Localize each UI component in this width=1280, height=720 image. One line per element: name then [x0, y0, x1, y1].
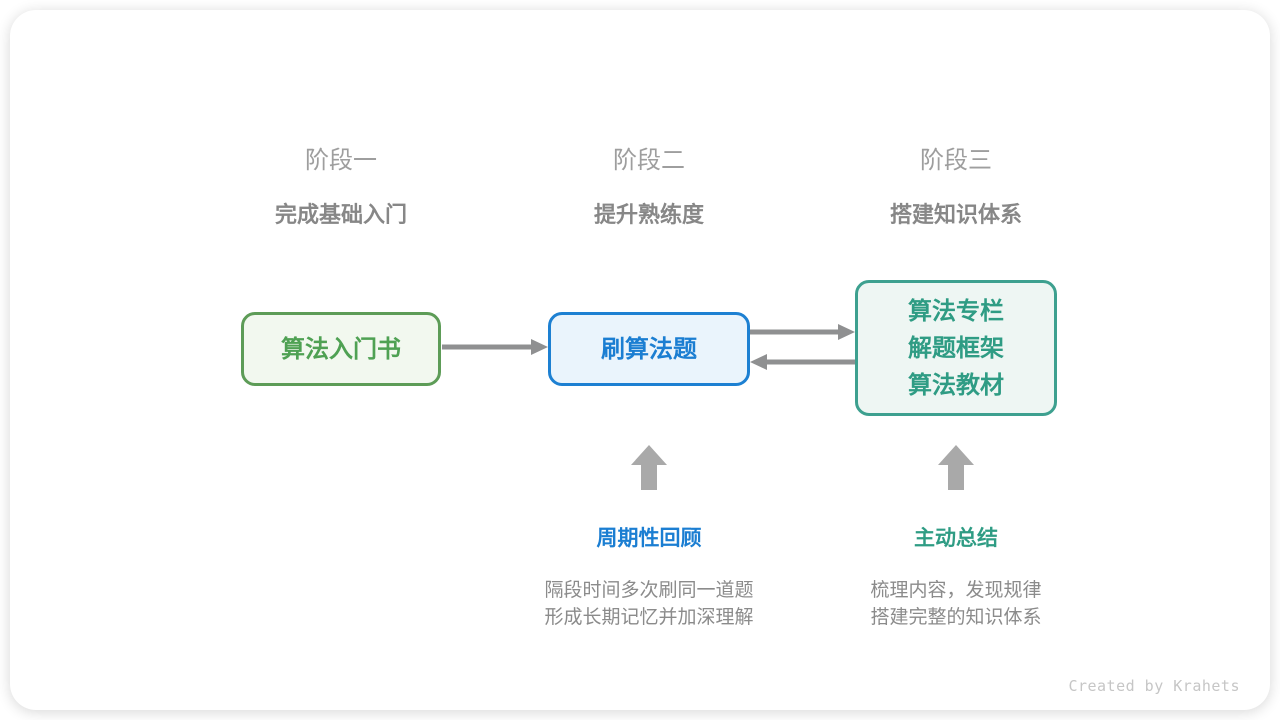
stage-2-label: 阶段二	[613, 147, 685, 174]
annotation-summarize: 主动总结 梳理内容，发现规律 搭建完整的知识体系	[796, 522, 1116, 631]
stage-2-title: 提升熟练度	[593, 202, 704, 227]
annotation-summarize-title: 主动总结	[914, 527, 998, 550]
annotation-review: 周期性回顾 隔段时间多次刷同一道题 形成长期记忆并加深理解	[489, 522, 809, 631]
block-arrow-summarize-up	[938, 445, 974, 490]
node-practice: 刷算法题	[548, 312, 750, 386]
node-resources-line-1: 算法专栏	[908, 297, 1004, 325]
arrow-intro-to-practice	[442, 339, 548, 355]
node-resources-line-2: 解题框架	[908, 334, 1004, 362]
arrow-resources-to-practice	[750, 354, 855, 370]
stage-3-title: 搭建知识体系	[889, 202, 1022, 227]
stage-1-label: 阶段一	[305, 147, 377, 174]
node-resources: 算法专栏 解题框架 算法教材	[855, 280, 1057, 416]
credit-text: Created by Krahets	[1068, 677, 1240, 695]
block-arrow-review-up	[631, 445, 667, 490]
annotation-review-title: 周期性回顾	[596, 527, 702, 550]
arrow-practice-to-resources	[750, 324, 855, 340]
node-intro-book-label: 算法入门书	[281, 335, 401, 363]
annotation-review-desc-2: 形成长期记忆并加深理解	[544, 607, 754, 628]
stage-1-title: 完成基础入门	[274, 202, 407, 227]
stage-3-label: 阶段三	[920, 147, 992, 174]
node-resources-line-3: 算法教材	[908, 371, 1004, 399]
annotation-summarize-desc-1: 梳理内容，发现规律	[870, 580, 1042, 601]
node-intro-book: 算法入门书	[241, 312, 441, 386]
annotation-summarize-desc-2: 搭建完整的知识体系	[870, 607, 1042, 628]
stage-header-1: 阶段一 完成基础入门	[181, 140, 501, 229]
stage-header-3: 阶段三 搭建知识体系	[796, 140, 1116, 229]
annotation-review-desc-1: 隔段时间多次刷同一道题	[544, 580, 754, 601]
stage-header-2: 阶段二 提升熟练度	[489, 140, 809, 229]
node-practice-label: 刷算法题	[601, 335, 697, 363]
canvas-card: 阶段一 完成基础入门 阶段二 提升熟练度 阶段三 搭建知识体系 算法入门书 刷算…	[10, 10, 1270, 710]
